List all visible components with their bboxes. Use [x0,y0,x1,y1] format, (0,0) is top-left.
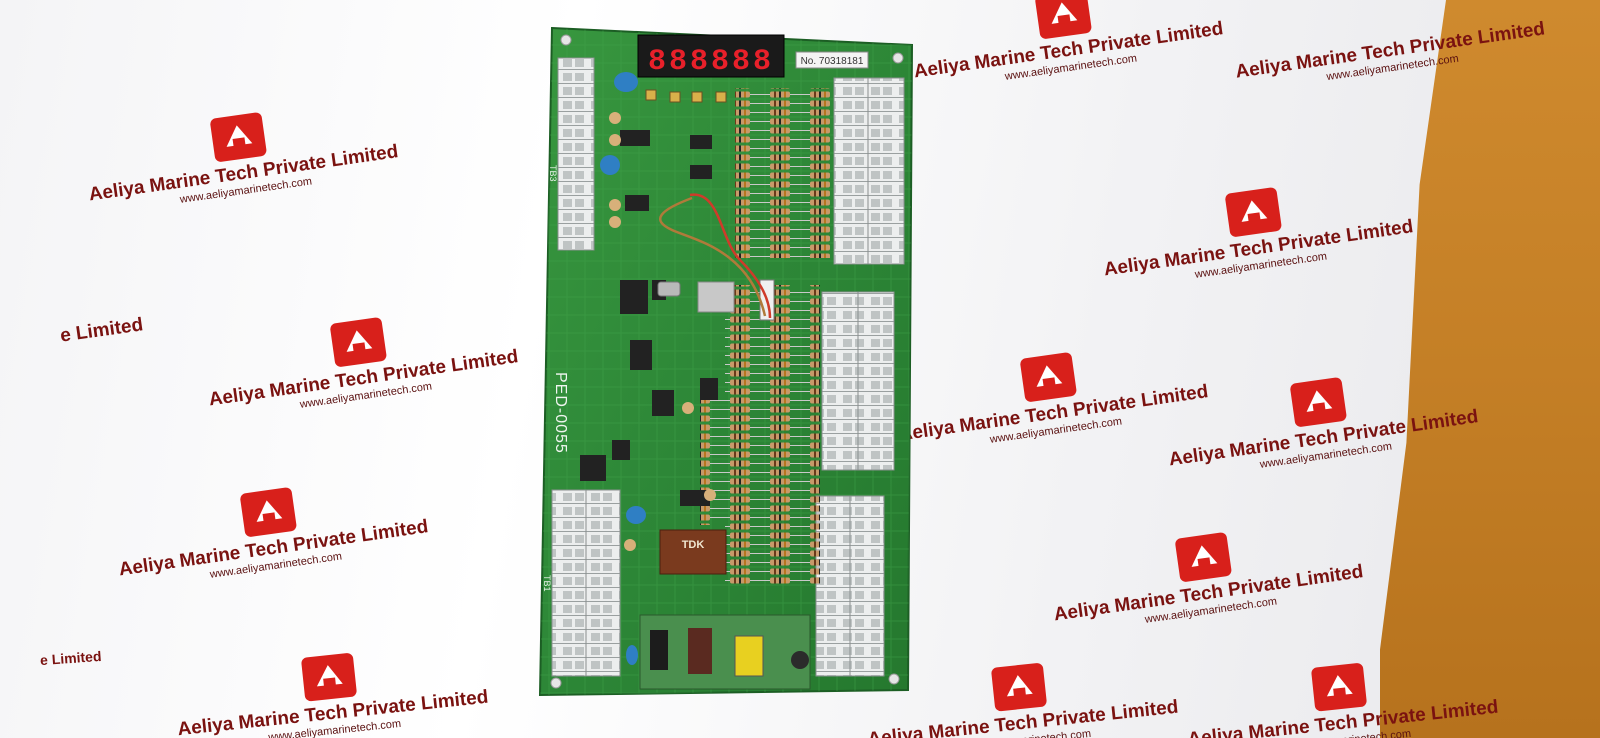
ceramic-capacitors [609,112,716,551]
crystal-module [697,281,735,313]
terminal-block [585,489,621,677]
integrated-circuits [580,130,718,506]
terminal-block [557,57,595,251]
relay [650,630,668,670]
terminal-block [551,489,587,677]
wire [659,196,767,317]
terminal-block [849,495,885,677]
transformer [734,635,764,677]
connector-marking: TB3 [548,165,558,182]
resistor-array [735,88,830,258]
terminal-block [815,495,851,677]
module-brand: TDK [682,539,705,551]
crystal-oscillator [657,281,681,297]
serial-label: No. 70318181 [801,56,864,67]
terminal-block [821,291,859,471]
trimmer-potentiometers [645,89,727,103]
wire [689,193,772,319]
electrolytic-capacitor [791,651,809,669]
power-module [659,529,727,575]
display-digits: 888888 [648,45,774,79]
power-supply-section [639,614,811,690]
terminal-block [867,77,905,265]
connector-marking: TB1 [542,575,552,592]
terminal-block [857,291,895,471]
resistor-array [725,285,820,585]
model-marking: PED-0055 [552,372,569,454]
seven-segment-display: 888888 [648,45,774,79]
capacitor-block [688,628,712,674]
terminal-block [833,77,869,265]
